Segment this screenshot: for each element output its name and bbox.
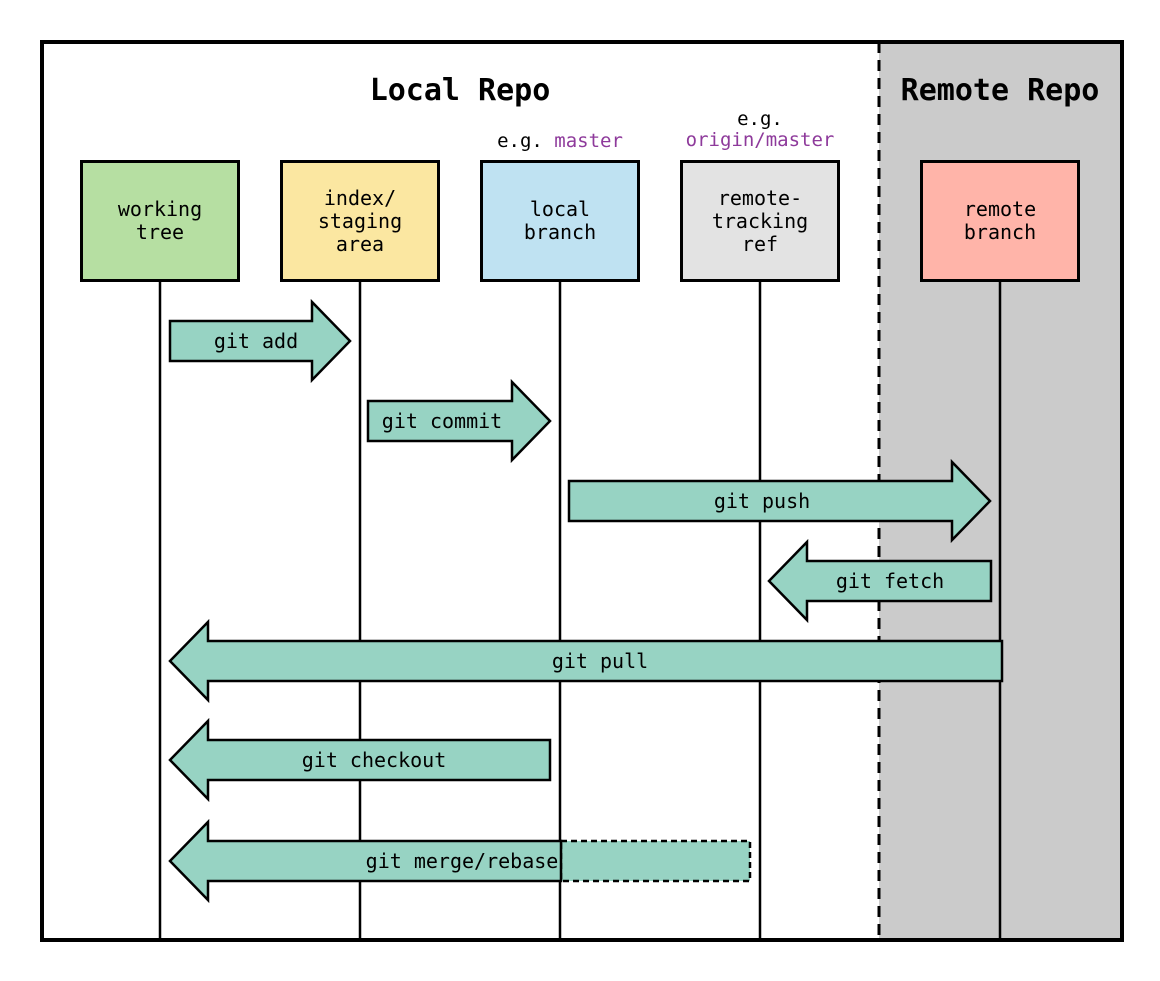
arrow-label-git-push: git push <box>714 489 810 513</box>
example-prefix: e.g. <box>737 108 783 130</box>
remote-repo-title: Remote Repo <box>900 73 1100 108</box>
arrow-label-git-fetch: git fetch <box>836 569 944 593</box>
arrow-git-checkout <box>168 717 552 803</box>
arrow-label-git-pull: git pull <box>552 649 648 673</box>
local-repo-title: Local Repo <box>369 73 551 108</box>
arrow-git-merge-rebase <box>168 818 563 904</box>
arrow-git-add <box>168 298 352 384</box>
node-working-tree: working tree <box>80 160 240 282</box>
arrow-label-git-add: git add <box>214 329 298 353</box>
arrow-git-push <box>567 458 992 544</box>
example-branch-name: master <box>554 130 623 152</box>
arrow-label-git-commit: git commit <box>382 409 502 433</box>
arrow-label-git-checkout: git checkout <box>302 748 447 772</box>
node-local-branch: local branch <box>480 160 640 282</box>
diagram-border <box>40 40 1124 942</box>
example-prefix: e.g. <box>497 130 555 152</box>
arrow-label-git-merge-rebase: git merge/rebase <box>366 849 559 873</box>
arrow-git-merge-dashed-tail <box>559 839 752 883</box>
node-remote-branch: remote branch <box>920 160 1080 282</box>
arrow-git-pull <box>168 618 1004 704</box>
example-label-remote-tracking: e.g.origin/master <box>640 109 880 151</box>
node-index-staging-area: index/ staging area <box>280 160 440 282</box>
node-remote-tracking-ref: remote- tracking ref <box>680 160 840 282</box>
arrow-git-fetch <box>767 538 993 624</box>
arrow-git-commit <box>366 378 552 464</box>
example-label-local-branch: e.g. master <box>460 131 660 152</box>
example-ref-name: origin/master <box>685 129 835 151</box>
